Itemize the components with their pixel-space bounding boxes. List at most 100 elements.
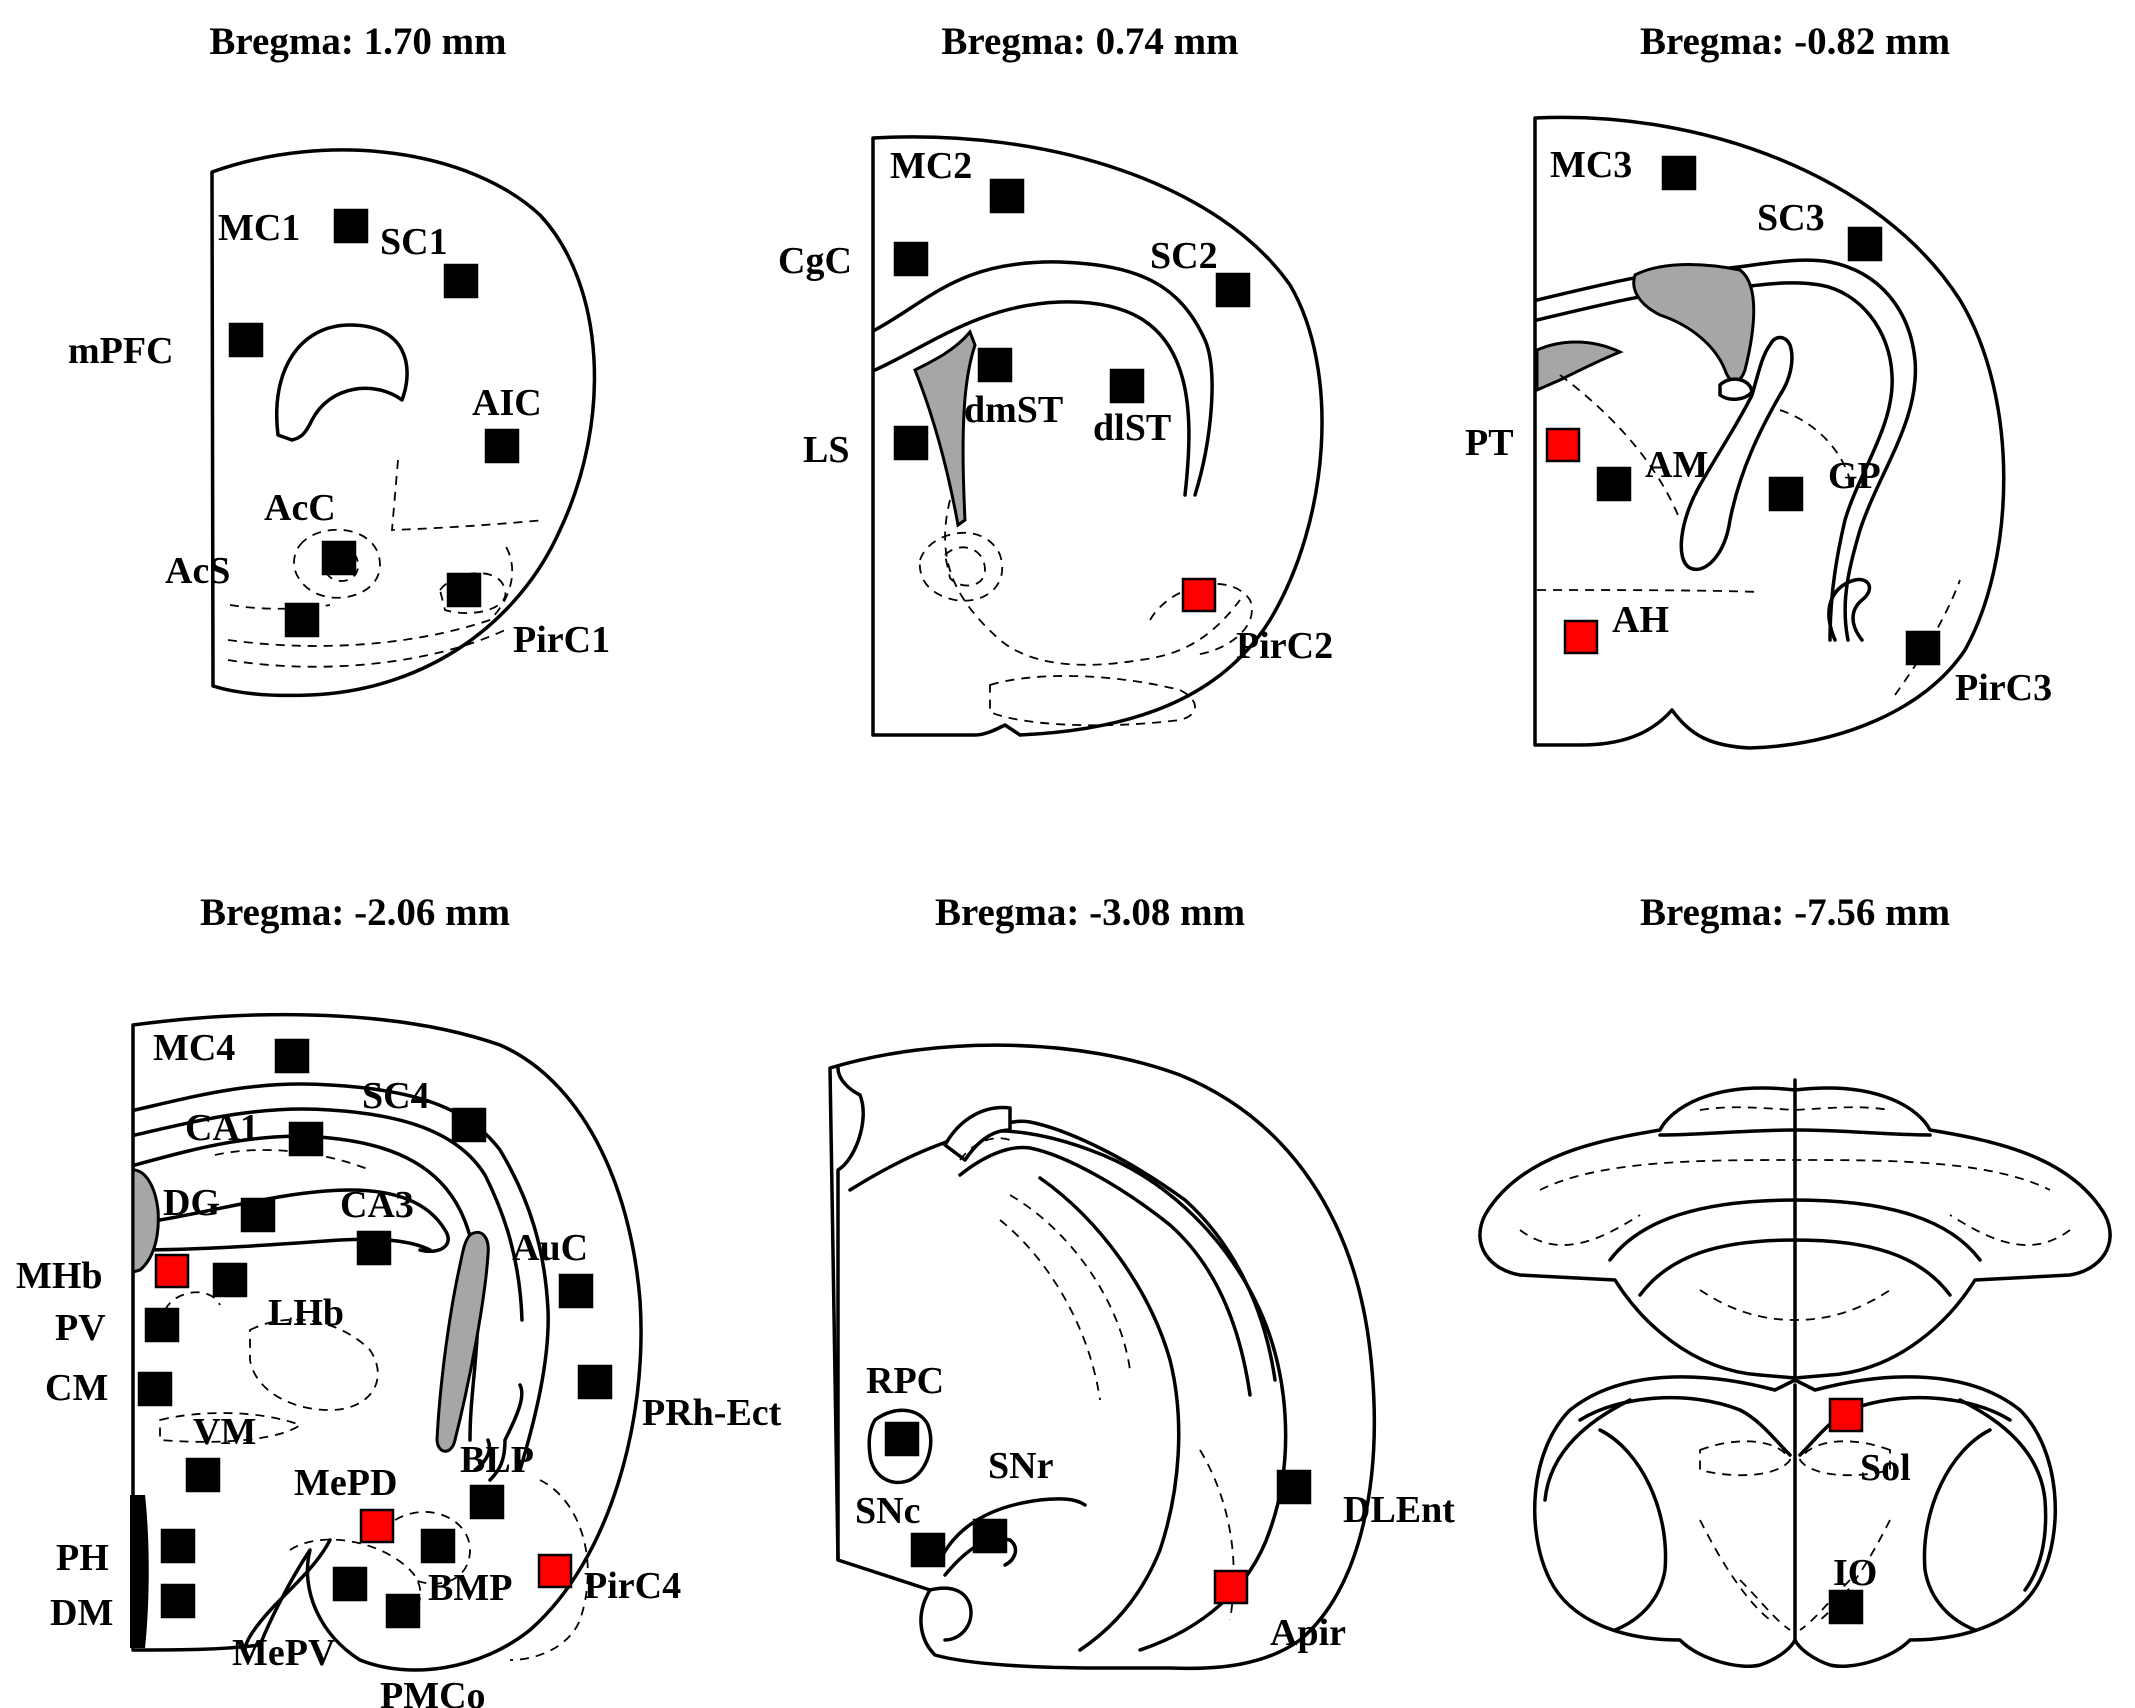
section-6-title: Bregma: -7.56 mm [1640,891,1950,934]
marker-dm-black [160,1583,196,1619]
label-cgc: CgC [778,240,852,282]
marker-pt-red [1545,427,1581,463]
marker-lhb-black [212,1262,248,1298]
section-4-title: Bregma: -2.06 mm [200,891,510,934]
label-mepv: MePV [232,1632,336,1674]
region-markers [137,155,1941,1629]
label-mepd: MePD [294,1462,397,1504]
marker-mc2-black [989,178,1025,214]
marker-mc3-black [1661,155,1697,191]
marker-cm-black [137,1371,173,1407]
section-5-title: Bregma: -3.08 mm [935,891,1245,934]
section-5-outline [828,1043,1376,1671]
section-2-title: Bregma: 0.74 mm [941,20,1238,63]
marker-am-black [1596,466,1632,502]
marker-mepv-black [332,1566,368,1602]
marker-blp-black [469,1484,505,1520]
marker-pirc4-red [537,1553,573,1589]
marker-dg-black [240,1197,276,1233]
marker-gp-black [1768,476,1804,512]
label-pirc1: PirC1 [513,619,610,661]
marker-ph-black [160,1528,196,1564]
section-1-title: Bregma: 1.70 mm [209,20,506,63]
marker-pirc2-red [1181,577,1217,613]
label-dlent: DLEnt [1343,1489,1455,1531]
marker-sc2-black [1215,272,1251,308]
label-prh-ect: PRh-Ect [642,1392,782,1434]
label-pmco: PMCo [380,1675,486,1708]
label-ca3: CA3 [340,1184,414,1226]
label-blp: BLP [460,1439,534,1481]
label-ls: LS [803,429,849,471]
marker-sc4-black [451,1107,487,1143]
label-ah: AH [1612,599,1669,641]
marker-snc-black [910,1532,946,1568]
label-dlst: dlST [1093,407,1171,449]
section-4: Bregma: -2.06 mm [130,891,643,1672]
section-6: Bregma: -7.56 mm [1478,891,2112,1668]
label-sc3: SC3 [1757,197,1825,239]
marker-auc-black [558,1273,594,1309]
label-pirc3: PirC3 [1955,667,2052,709]
marker-cgc-black [893,241,929,277]
section-3-title: Bregma: -0.82 mm [1640,20,1950,63]
marker-ca3-black [356,1230,392,1266]
marker-mc4-black [274,1038,310,1074]
marker-pirc1-black [446,572,482,608]
label-ca1: CA1 [185,1107,259,1149]
label-pirc2: PirC2 [1236,625,1333,667]
marker-io-black [1828,1589,1864,1625]
marker-bmp-black [420,1528,456,1564]
label-dg: DG [163,1182,220,1224]
marker-dmst-black [977,347,1013,383]
marker-aic-black [484,428,520,464]
label-vm: VM [193,1411,256,1453]
section-2-lateral-ventricle [913,329,977,528]
label-dmst: dmST [964,389,1063,431]
marker-mc1-black [333,208,369,244]
marker-vm-black [185,1457,221,1493]
label-sc1: SC1 [380,221,448,263]
marker-sol-red [1828,1397,1864,1433]
label-gp: GP [1828,455,1881,497]
section-1-ventricle [275,323,409,442]
label-sc4: SC4 [362,1075,430,1117]
label-lhb: LHb [268,1292,344,1334]
label-rpc: RPC [866,1360,944,1402]
marker-prh-ect-black [577,1364,613,1400]
marker-acs-black [284,602,320,638]
label-mc4: MC4 [153,1027,235,1069]
label-mhb: MHb [16,1255,103,1297]
label-snr: SNr [988,1445,1054,1487]
marker-ls-black [893,425,929,461]
label-mc3: MC3 [1550,144,1632,186]
section-3-internal-capsule [1679,335,1794,572]
marker-sc1-black [443,263,479,299]
label-pt: PT [1465,422,1514,464]
marker-apir-red [1213,1569,1249,1605]
marker-mepd-red [359,1508,395,1544]
marker-acc-black [321,540,357,576]
marker-rpc-black [884,1421,920,1457]
label-dm: DM [50,1592,113,1634]
section-4-third-ventricle [131,1168,160,1274]
marker-pmco-black [385,1593,421,1629]
marker-mhb-red [154,1253,190,1289]
marker-mpfc-black [228,322,264,358]
label-ph: PH [56,1537,109,1579]
section-4-lateral-ventricle [435,1230,490,1453]
section-5: Bregma: -3.08 mm [828,891,1376,1671]
label-cm: CM [45,1367,108,1409]
marker-sc3-black [1847,226,1883,262]
marker-pv-black [144,1307,180,1343]
section-3-third-ventricle [1535,340,1624,393]
section-1-outline [210,148,597,698]
marker-snr-black [972,1518,1008,1554]
label-acc: AcC [264,487,336,529]
label-io: IO [1833,1552,1877,1594]
label-mpfc: mPFC [68,330,174,372]
marker-dlent-black [1276,1469,1312,1505]
marker-ca1-black [288,1121,324,1157]
label-am: AM [1645,444,1708,486]
